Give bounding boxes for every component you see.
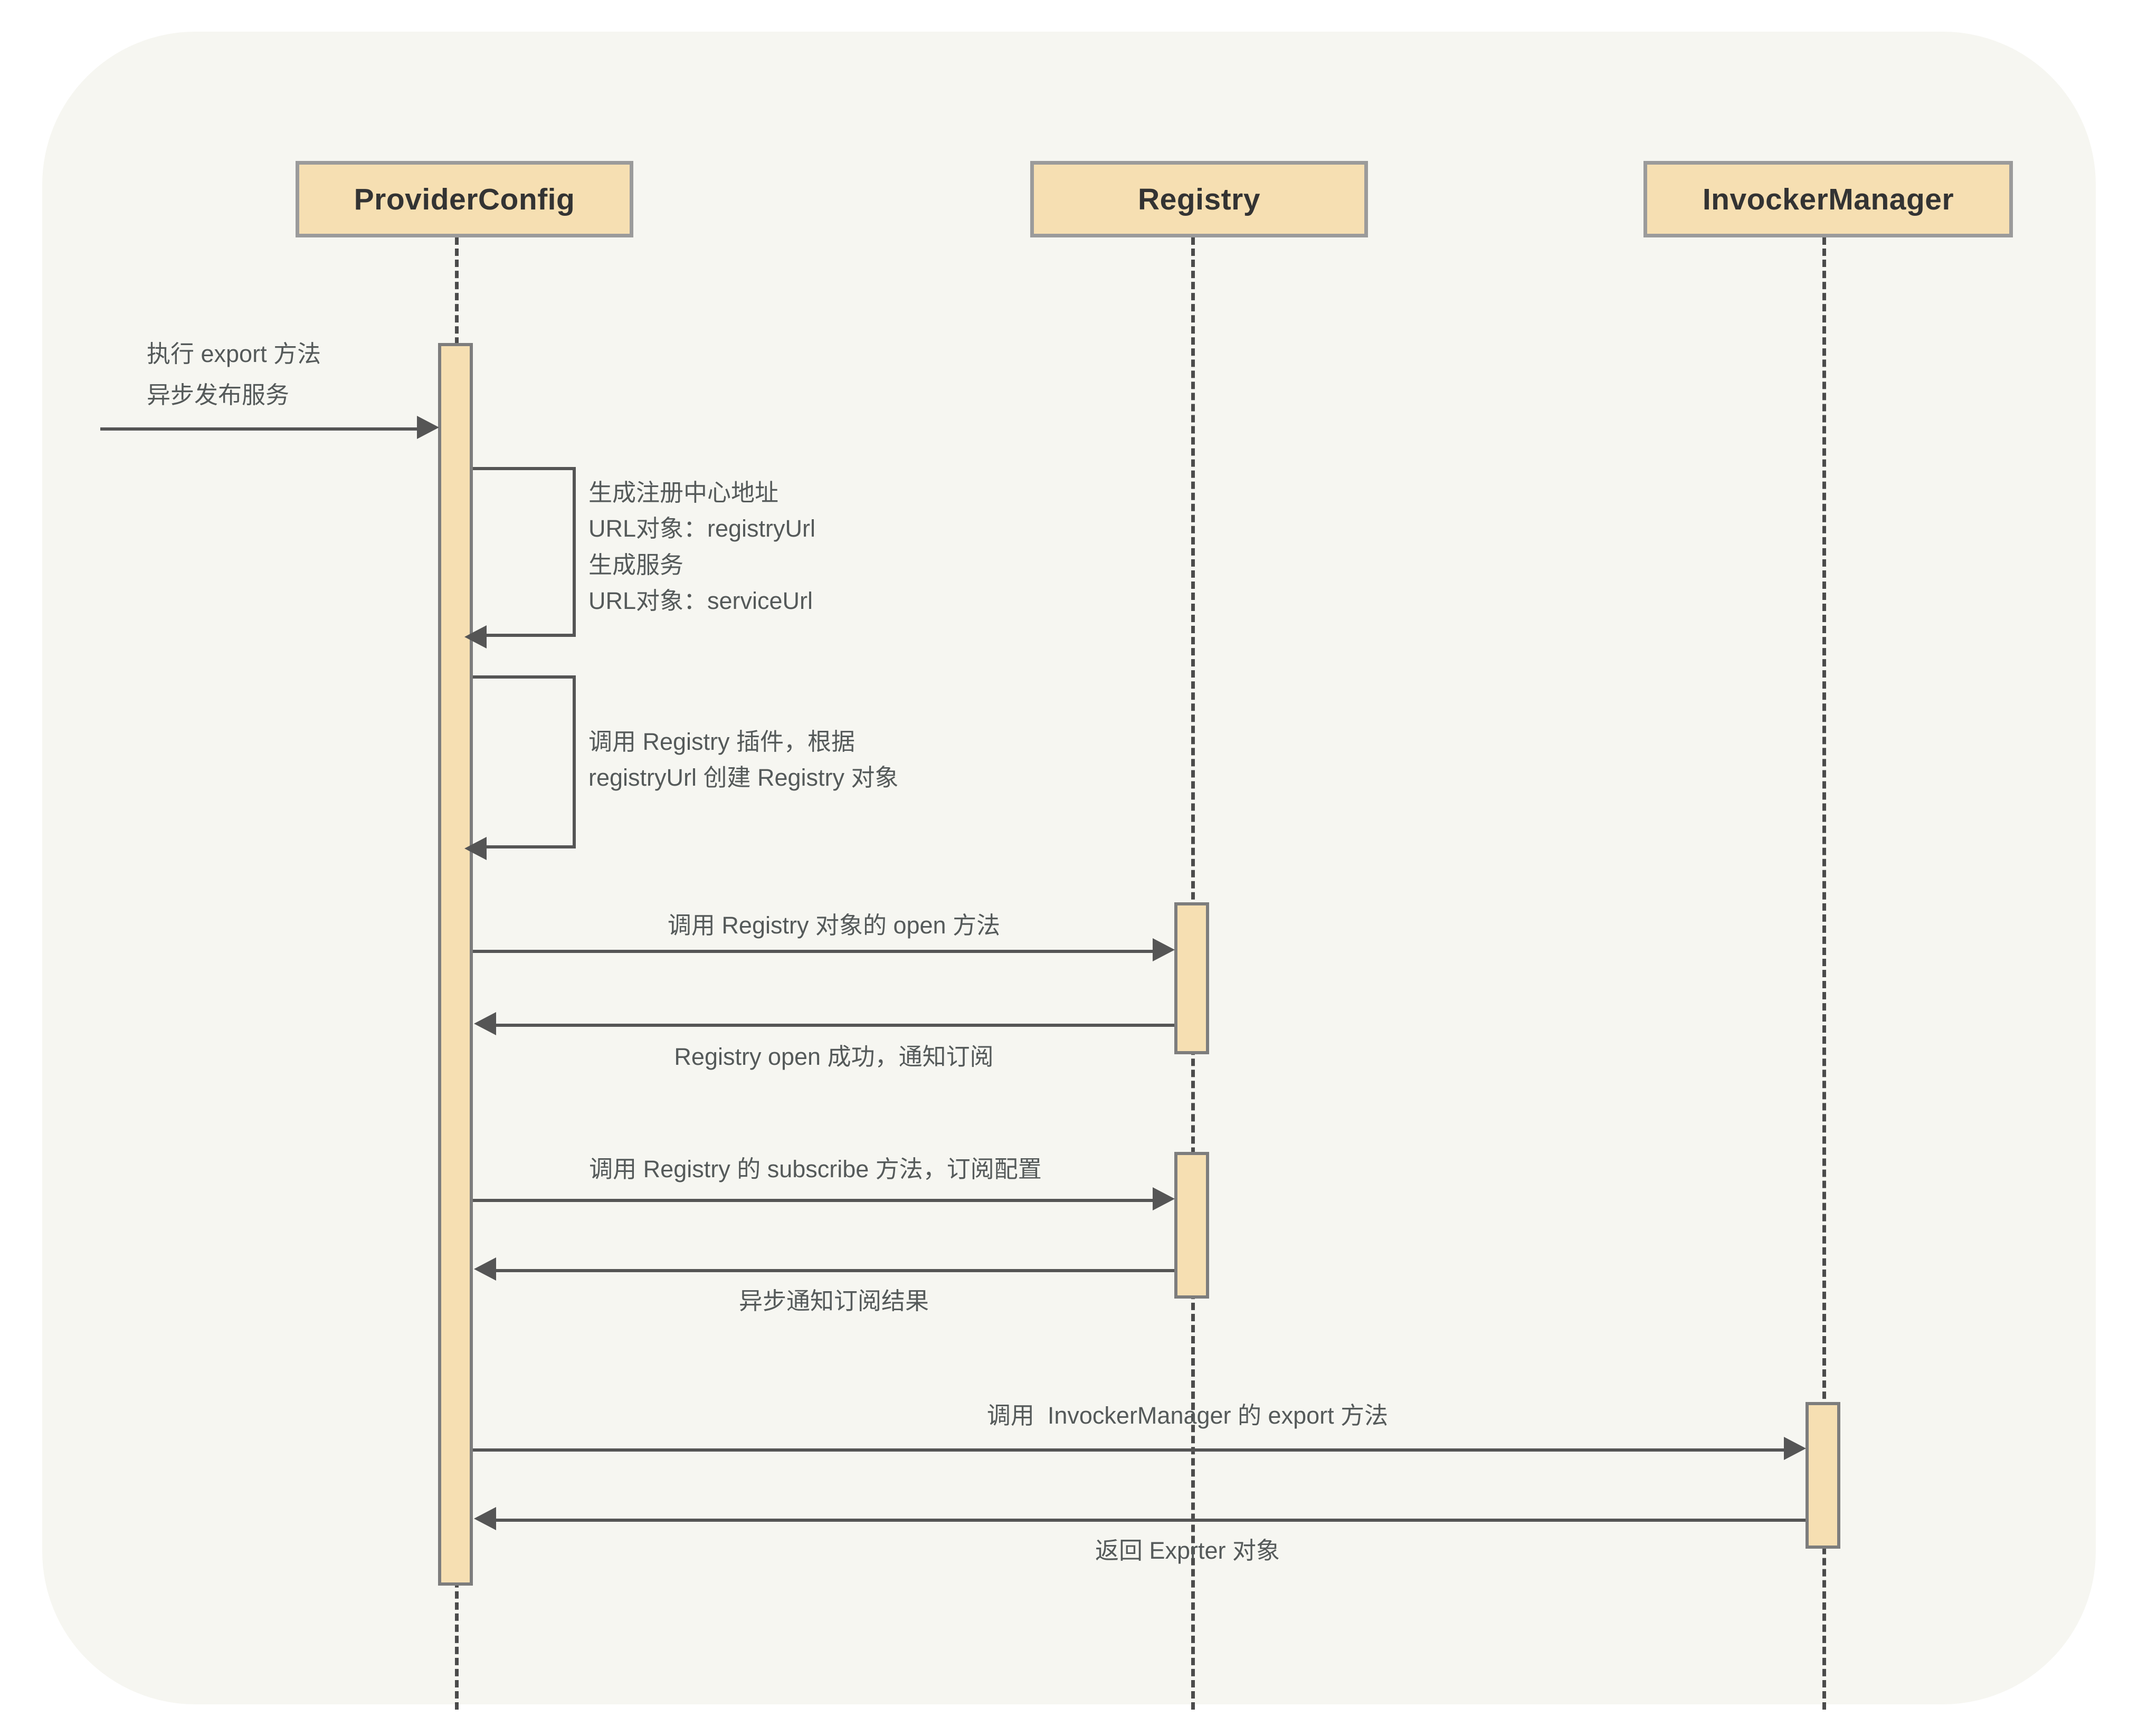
diagram-canvas	[42, 32, 2096, 1704]
msg-open-return-arrowhead	[474, 1012, 496, 1035]
entry-message-line2: 异步发布服务	[147, 381, 290, 408]
msg-export-return-label: 返回 Exprter 对象	[1095, 1537, 1280, 1564]
participant-label-providerconfig: ProviderConfig	[354, 182, 575, 216]
msg-subscribe-call-label: 调用 Registry 的 subscribe 方法，订阅配置	[589, 1156, 1042, 1182]
msg-export-return-line	[496, 1519, 1806, 1522]
participant-label-invockermanager: InvockerManager	[1702, 182, 1954, 216]
selfcall-generate-urls-line4: URL对象：serviceUrl	[588, 587, 813, 615]
msg-open-call-arrowhead	[1153, 938, 1175, 961]
selfcall-generate-urls-line1: 生成注册中心地址	[588, 479, 779, 506]
msg-subscribe-return-line	[496, 1269, 1174, 1272]
activation-providerconfig	[438, 343, 473, 1586]
selfcall-generate-urls-line2: URL对象：registryUrl	[588, 515, 816, 542]
msg-open-return-label: Registry open 成功，通知订阅	[674, 1043, 994, 1070]
msg-subscribe-call-line	[473, 1199, 1153, 1202]
selfcall-create-registry-line2: registryUrl 创建 Registry 对象	[588, 764, 899, 791]
activation-invockermanager-export	[1806, 1402, 1840, 1549]
msg-subscribe-call-arrowhead	[1153, 1187, 1175, 1210]
msg-export-return-arrowhead	[474, 1507, 496, 1530]
selfcall-generate-urls-arrowhead	[464, 625, 487, 648]
participant-registry[interactable]: Registry	[1030, 161, 1368, 237]
msg-export-call-label: 调用 InvockerManager 的 export 方法	[986, 1402, 1389, 1429]
selfcall-generate-urls-text: 生成注册中心地址 URL对象：registryUrl 生成服务 URL对象：servi…	[588, 475, 1222, 619]
entry-message-line	[100, 427, 417, 431]
msg-open-call-label: 调用 Registry 对象的 open 方法	[667, 912, 1001, 939]
entry-message-arrowhead	[417, 416, 439, 439]
participant-invockermanager[interactable]: InvockerManager	[1643, 161, 2013, 237]
selfcall-create-registry-line1: 调用 Registry 插件，根据	[588, 728, 856, 755]
selfcall-generate-urls-line3: 生成服务	[588, 551, 684, 578]
msg-subscribe-return-label: 异步通知订阅结果	[738, 1287, 929, 1314]
lifeline-invockermanager	[1822, 237, 1826, 1710]
participant-providerconfig[interactable]: ProviderConfig	[296, 161, 633, 237]
entry-message-line1: 执行 export 方法	[147, 340, 321, 367]
msg-subscribe-return-arrowhead	[474, 1257, 496, 1281]
selfcall-create-registry-arrowhead	[464, 837, 487, 860]
msg-open-call-line	[473, 950, 1153, 953]
activation-registry-subscribe	[1174, 1152, 1209, 1299]
selfcall-create-registry-text: 调用 Registry 插件，根据 registryUrl 创建 Registry…	[588, 724, 1275, 796]
msg-open-return-line	[496, 1024, 1174, 1027]
selfcall-generate-urls-bracket	[473, 467, 576, 637]
selfcall-create-registry-bracket	[473, 675, 576, 848]
participant-label-registry: Registry	[1137, 182, 1261, 216]
activation-registry-open	[1174, 902, 1209, 1054]
msg-export-call-line	[473, 1448, 1784, 1452]
msg-export-call-arrowhead	[1784, 1437, 1806, 1460]
